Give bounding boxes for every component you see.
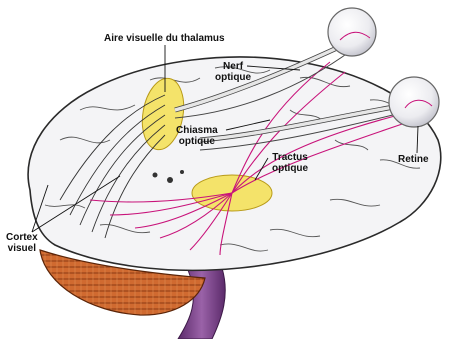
label-cortex-line1: Cortex <box>6 232 38 243</box>
label-cortex-line2: visuel <box>6 243 38 254</box>
label-chiasma-line2: optique <box>176 136 218 147</box>
label-nerf-optique-line2: optique <box>215 72 251 83</box>
label-chiasma-optique: Chiasma optique <box>176 125 218 147</box>
label-nerf-optique-line1: Nerf <box>215 61 251 72</box>
eyeball-upper <box>328 8 376 56</box>
label-tractus-optique: Tractus optique <box>272 152 308 174</box>
label-retine: Retine <box>398 154 429 165</box>
label-aire-visuelle: Aire visuelle du thalamus <box>104 33 225 44</box>
label-nerf-optique: Nerf optique <box>215 61 251 83</box>
label-chiasma-line1: Chiasma <box>176 125 218 136</box>
label-tractus-line2: optique <box>272 163 308 174</box>
label-cortex-visuel: Cortex visuel <box>6 232 38 254</box>
label-tractus-line1: Tractus <box>272 152 308 163</box>
eyeball-lower <box>389 77 439 127</box>
